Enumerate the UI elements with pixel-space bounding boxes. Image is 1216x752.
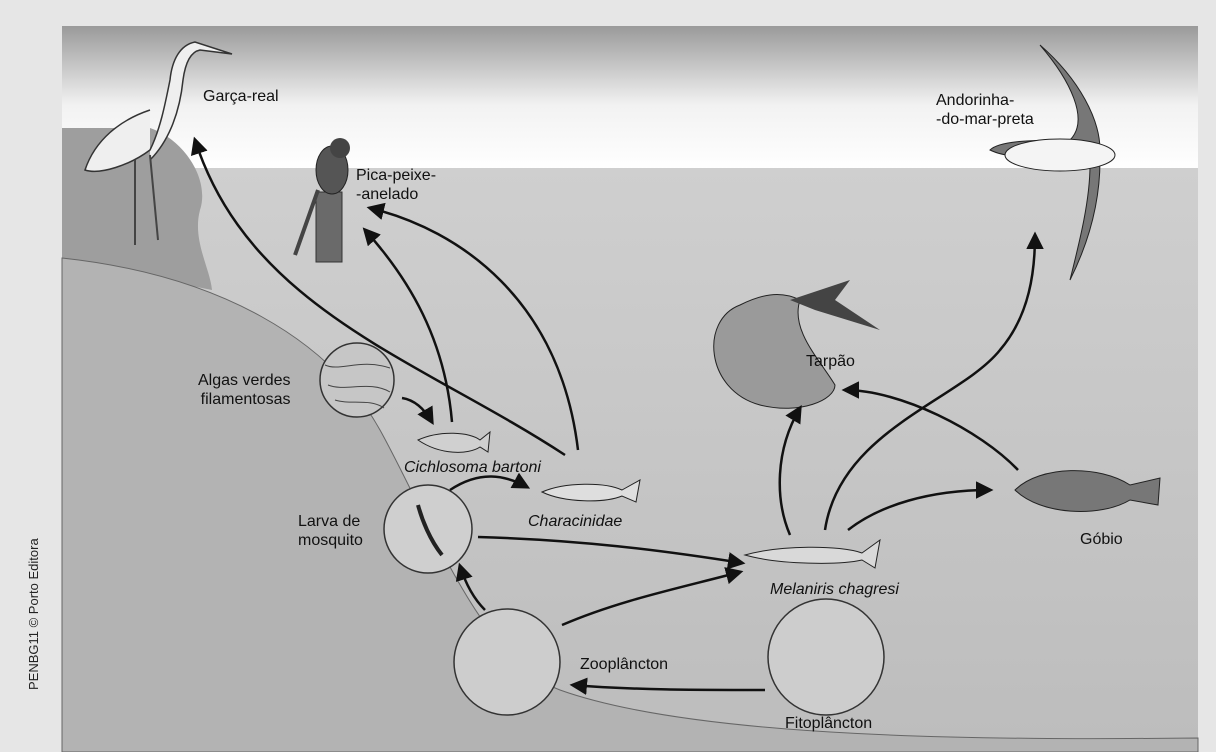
feeding-arrows — [190, 136, 1044, 695]
arrow-characinidae-to-kingfisher — [366, 202, 580, 451]
arrow-algae-to-cichlosoma — [401, 396, 434, 426]
arrow-zooplankton-to-melaniris — [561, 567, 744, 627]
kingfisher-illustration — [293, 138, 350, 263]
zooplankton-circle — [453, 608, 561, 716]
label-garca: Garça-real — [203, 88, 279, 105]
goby-illustration — [1014, 470, 1161, 512]
melaniris-illustration — [743, 538, 881, 569]
publisher-credit: PENBG11 © Porto Editora — [26, 538, 41, 690]
label-melaniris: Melaniris chagresi — [770, 581, 899, 598]
label-characinidae: Characinidae — [528, 513, 623, 530]
label-tarpao: Tarpão — [806, 353, 855, 370]
phytoplankton-circle — [767, 598, 885, 716]
cichlosoma-illustration — [416, 430, 491, 453]
arrow-melaniris-to-tarpon — [778, 404, 802, 536]
petrel-illustration — [989, 44, 1116, 281]
heron-illustration — [84, 41, 233, 245]
label-algas: Algas verdes filamentosas — [198, 372, 291, 408]
arrow-larva-to-characinidae — [449, 472, 531, 492]
label-gobio: Góbio — [1080, 531, 1123, 548]
characinidae-illustration — [540, 479, 641, 503]
arrow-melaniris-to-goby — [847, 481, 994, 531]
label-larva: Larva de mosquito — [298, 513, 363, 549]
label-fitoplancton: Fitoplâncton — [785, 715, 873, 732]
label-andorinha: Andorinha- -do-mar-preta — [936, 92, 1034, 128]
label-pica-peixe: Pica-peixe- -anelado — [356, 167, 437, 203]
arrow-cichlosoma-to-heron — [190, 136, 566, 457]
algae-circle — [319, 342, 395, 418]
arrow-melaniris-to-petrel — [823, 231, 1044, 531]
arrow-phytoplankton-to-zooplankton — [569, 677, 766, 695]
tarpon-illustration — [713, 280, 880, 409]
arrow-goby-to-tarpon — [841, 381, 1019, 471]
arrow-cichlosoma-to-kingfisher — [362, 227, 454, 423]
arrow-larva-to-melaniris — [477, 535, 746, 570]
label-cichlosoma: Cichlosoma bartoni — [404, 459, 541, 476]
arrow-zooplankton-to-larva — [455, 562, 486, 611]
label-zooplancton: Zooplâncton — [580, 656, 669, 673]
